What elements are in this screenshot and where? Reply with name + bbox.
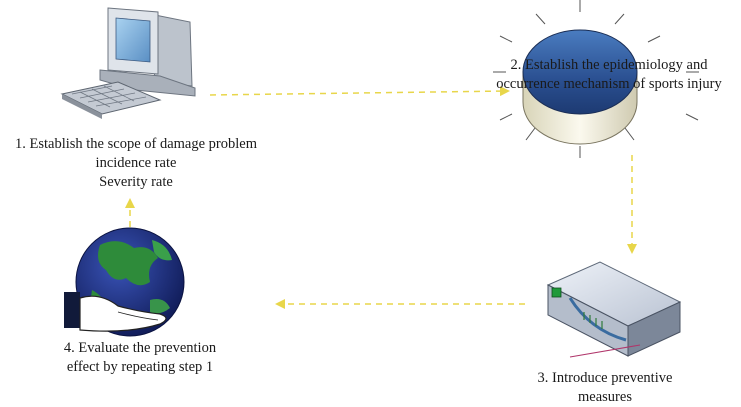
step2-label: 2. Establish the epidemiology and occurr… (478, 56, 740, 94)
step4-line-2: effect by repeating step 1 (66, 359, 214, 375)
step3-line-1: 3. Introduce preventive (537, 370, 673, 386)
step3-line-2: measures (578, 389, 632, 405)
computer-icon (60, 7, 196, 119)
step1-label: 1. Establish the scope of damage problem… (0, 135, 272, 192)
network-device-icon (546, 261, 682, 358)
step3-label: 3. Introduce preventive measures (520, 369, 690, 407)
arrow-step1-to-step2 (209, 86, 510, 97)
step4-line-1: 4. Evaluate the prevention (63, 340, 217, 356)
step1-line-incidence: incidence rate (95, 155, 177, 171)
database-disk-icon (493, 0, 699, 158)
step1-line-severity: Severity rate (99, 174, 173, 190)
step2-line-1: 2. Establish the epidemiology and (510, 57, 708, 73)
globe-in-hand-icon (64, 227, 185, 337)
step1-title: 1. Establish the scope of damage problem (14, 136, 257, 152)
step4-label: 4. Evaluate the prevention effect by rep… (40, 339, 240, 377)
step2-line-2: occurrence mechanism of sports injury (496, 76, 722, 92)
